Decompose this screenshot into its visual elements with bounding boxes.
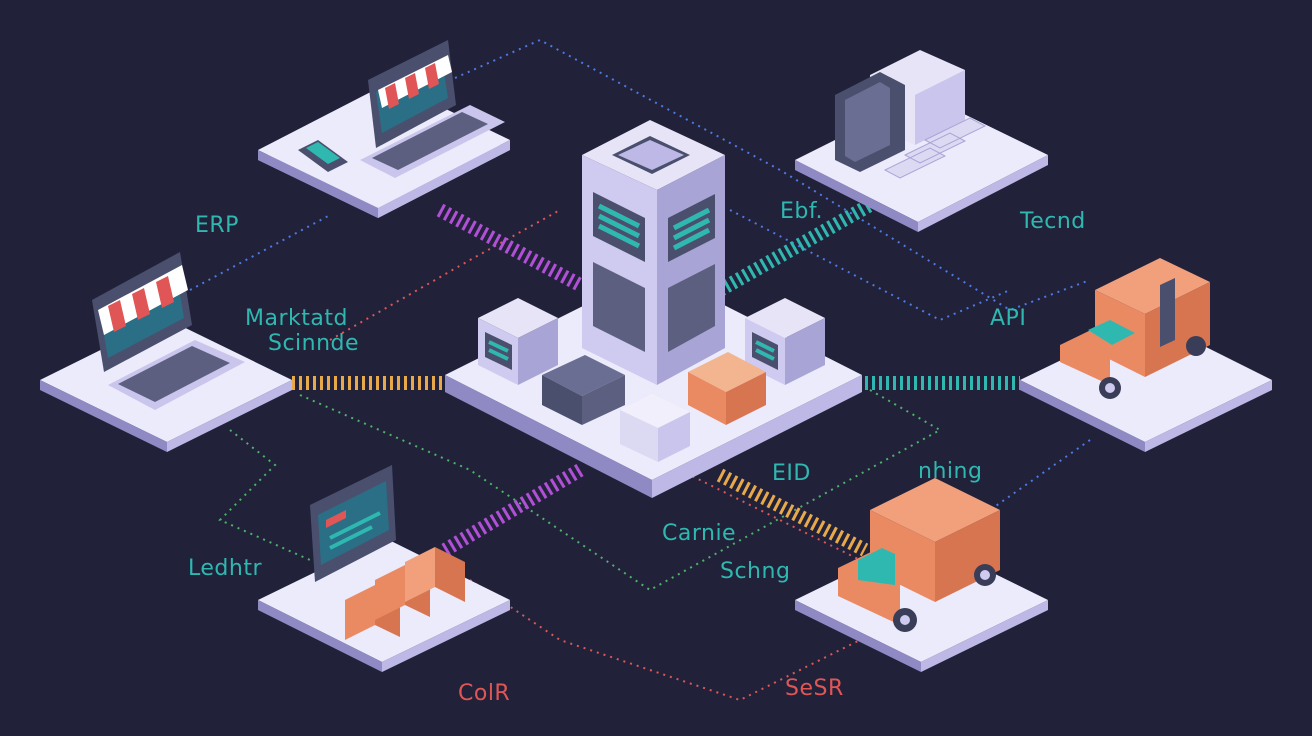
delivery-truck-icon-right (1060, 258, 1210, 399)
connection-ledger-loop (218, 429, 311, 561)
server-tower-icon (582, 120, 725, 385)
label-shipping: Schng (720, 559, 790, 584)
platform-right-truck (1020, 318, 1272, 452)
dashed-data-streams (292, 198, 1020, 557)
label-marketplace-2: Scinnde (268, 331, 359, 356)
label-carrier: Carnie (662, 521, 736, 546)
connection-hub-to-api (729, 209, 1011, 322)
hub-boxes-icon (542, 352, 766, 462)
label-trend: Tecnd (1019, 209, 1086, 234)
warehouse-shelves-icon (835, 50, 987, 179)
server-cube-right (745, 298, 825, 385)
connection-marketplace-dotted (329, 209, 561, 341)
stream-hub-to-warehouse (716, 198, 874, 297)
label-edi: EID (772, 461, 811, 486)
storefront-laptop-icon (298, 40, 505, 178)
label-tracking: nhing (918, 459, 982, 484)
label-sales: SeSR (785, 676, 844, 701)
stream-top-laptop-to-hub (436, 203, 584, 292)
label-erp: ERP (195, 213, 239, 238)
storefront-laptop-icon-left (92, 252, 245, 410)
label-edi-top: Ebf. (780, 199, 823, 224)
stream-hub-to-truck-bottom (716, 468, 869, 557)
delivery-truck-icon-bottom (838, 478, 1000, 632)
dotted-connections (189, 38, 1091, 702)
label-ledger: Ledhtr (188, 556, 262, 581)
label-marketplace-1: Marktatd (245, 306, 348, 331)
label-crm: ColR (458, 681, 510, 706)
diagram-labels: ERP Marktatd Scinnde Ebf. Tecnd API Ledh… (188, 199, 1086, 706)
connection-truck-to-truck (989, 439, 1091, 511)
connection-crm-to-sales (469, 579, 861, 702)
stream-hub-to-boxes (441, 463, 584, 557)
label-api: API (990, 306, 1026, 331)
parcel-boxes-icon (310, 465, 465, 640)
server-cube-left (478, 298, 558, 385)
